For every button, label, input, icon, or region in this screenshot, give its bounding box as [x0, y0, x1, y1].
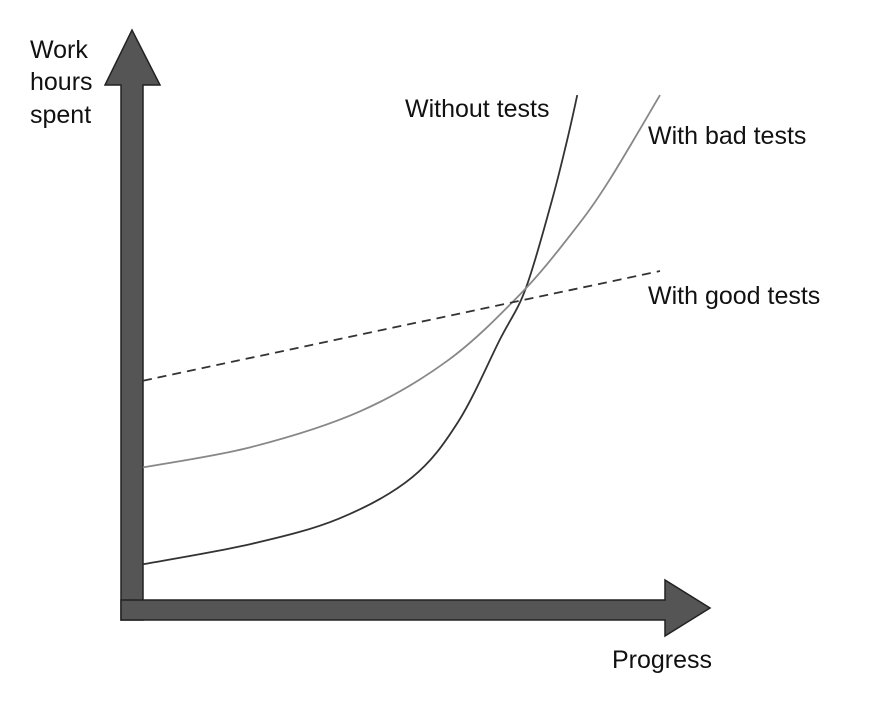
series-line-with-bad-tests [142, 94, 661, 469]
series-line-with-good-tests [142, 270, 661, 382]
series-label-bad-tests: With bad tests [648, 122, 806, 150]
x-axis-arrow [120, 578, 712, 638]
y-axis-label-line-1: Work [30, 36, 88, 64]
x-axis-label: Progress [612, 646, 712, 674]
y-axis-label-line-2: hours [30, 68, 93, 96]
y-axis-arrow [103, 28, 162, 621]
series-label-without-tests: Without tests [405, 95, 550, 123]
y-axis-label-line-3: spent [30, 101, 91, 129]
series-line-without-tests [142, 94, 579, 566]
series-label-good-tests: With good tests [648, 282, 820, 310]
